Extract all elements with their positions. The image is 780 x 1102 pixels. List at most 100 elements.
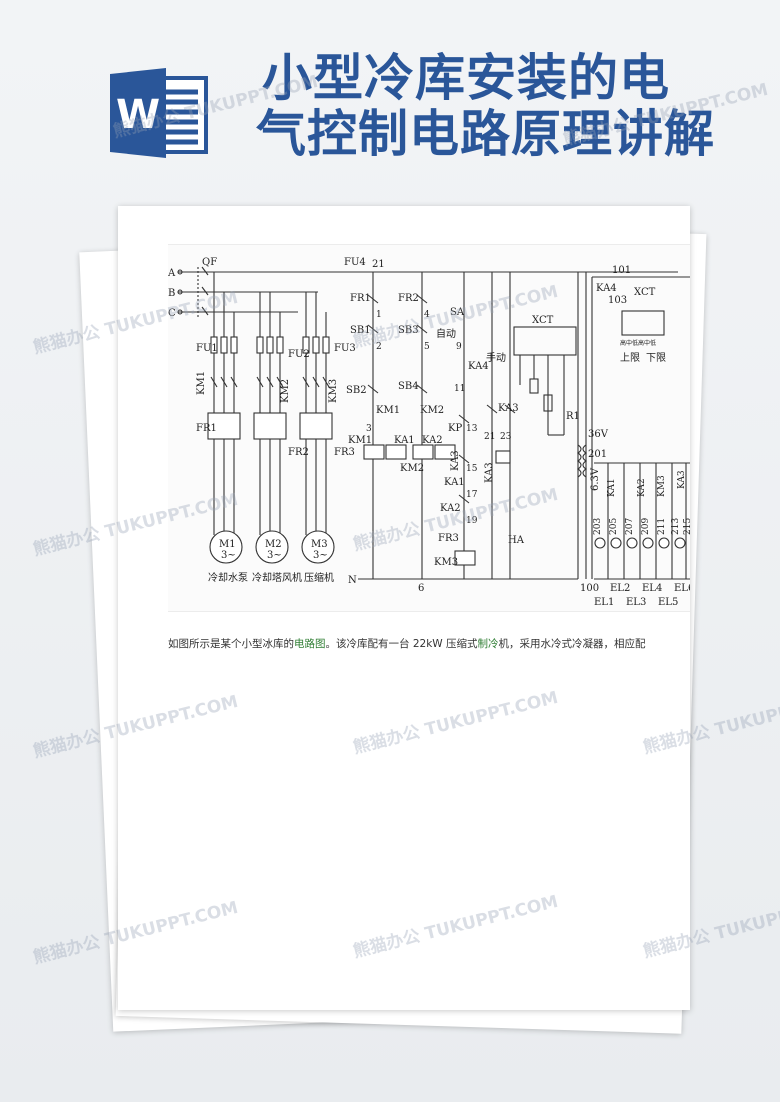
label-sa: SA — [450, 307, 465, 318]
node-13: 13 — [466, 424, 478, 434]
node-11: 11 — [454, 384, 465, 394]
label-fu3: FU3 — [334, 343, 356, 354]
node-211: 211 — [657, 518, 667, 535]
label-sb3: SB3 — [398, 325, 419, 336]
label-el5: EL5 — [658, 597, 678, 608]
label-m3-sub: 3~ — [313, 550, 328, 561]
label-ka4: KA4 — [468, 361, 489, 372]
label-fr3: FR3 — [334, 447, 355, 458]
label-phase-a: A — [168, 268, 176, 279]
label-km2: KM2 — [280, 379, 291, 403]
label-fr2: FR2 — [288, 447, 309, 458]
word-document-icon: W — [110, 68, 208, 158]
node-21: 21 — [484, 432, 495, 442]
caption-text-middle: 。该冷库配有一台 22kW 压缩式 — [325, 638, 478, 650]
label-phase-b: B — [168, 288, 175, 299]
label-km3-right: KM3 — [657, 475, 667, 497]
label-sb2: SB2 — [346, 385, 367, 396]
caption-text-end: 机，采用水冷式冷凝器，相应配 — [498, 638, 646, 650]
node-215: 215 — [683, 518, 690, 535]
node-205: 205 — [609, 518, 619, 535]
label-ka1-ctrl: KA1 — [394, 435, 415, 446]
node-207: 207 — [625, 518, 635, 535]
label-ka3-right: KA3 — [677, 470, 687, 489]
label-ka3-c: KA3 — [498, 403, 519, 414]
label-motor-3: 压缩机 — [304, 571, 334, 584]
link-refrigeration[interactable]: 制冷 — [477, 638, 499, 650]
label-node-6: 6 — [418, 583, 424, 594]
label-sb4: SB4 — [398, 381, 419, 392]
label-100: 100 — [580, 583, 599, 594]
label-ka1-right: KA1 — [607, 478, 617, 497]
node-1: 1 — [376, 310, 382, 320]
label-m1-sub: 3~ — [221, 550, 236, 561]
label-xct-right: XCT — [634, 287, 656, 298]
label-fr1-ctrl: FR1 — [350, 293, 371, 304]
title-line-1: 小型冷库安装的电 — [262, 49, 670, 107]
label-el3: EL3 — [626, 597, 646, 608]
label-fr3-ctrl: FR3 — [438, 533, 459, 544]
label-fu2: FU2 — [288, 349, 310, 360]
label-km2-coil: KM2 — [400, 463, 424, 474]
node-213: 213 — [671, 518, 681, 535]
label-sb1: SB1 — [350, 325, 371, 336]
circuit-diagram: A B C QF FU1 FU2 FU3 FU4 KM1 KM2 KM3 FR1… — [168, 244, 690, 612]
node-5: 5 — [424, 342, 430, 352]
label-el6: EL6 — [674, 583, 690, 594]
node-203: 203 — [593, 518, 603, 535]
label-m2-sub: 3~ — [267, 550, 282, 561]
label-n: N — [348, 575, 357, 586]
label-phase-c: C — [168, 308, 176, 319]
label-auto: 自动 — [436, 327, 456, 340]
node-15: 15 — [466, 464, 478, 474]
label-ka2-b: KA2 — [440, 503, 461, 514]
label-upper: 上限 — [620, 352, 640, 364]
label-fr1: FR1 — [196, 423, 217, 434]
label-ha: HA — [508, 535, 525, 546]
label-xct: XCT — [532, 315, 554, 326]
node-2: 2 — [376, 342, 382, 352]
node-3: 3 — [366, 424, 372, 434]
label-ka4-right: KA4 — [596, 283, 617, 294]
label-motor-2: 冷却塔风机 — [252, 571, 302, 584]
label-m3: M3 — [311, 539, 328, 550]
caption-text-start: 如图所示是某个小型冰库的 — [168, 638, 294, 650]
label-km1-coil: KM1 — [348, 435, 372, 446]
document-paragraph: 如图所示是某个小型冰库的电路图。该冷库配有一台 22kW 压缩式制冷机，采用水冷… — [168, 636, 690, 651]
label-node-21-top: 21 — [372, 259, 385, 270]
label-el2: EL2 — [610, 583, 630, 594]
label-km2-ctrl: KM2 — [420, 405, 444, 416]
label-qf: QF — [202, 257, 217, 268]
label-m2: M2 — [265, 539, 282, 550]
page-title: 小型冷库安装的电 气控制电路原理讲解 — [256, 49, 762, 162]
link-circuit-diagram[interactable]: 电路图 — [294, 638, 326, 650]
label-fr2-ctrl: FR2 — [398, 293, 419, 304]
label-motor-1: 冷却水泵 — [208, 571, 248, 584]
label-km1-ctrl: KM1 — [376, 405, 400, 416]
label-r1: R1 — [566, 411, 580, 422]
node-209: 209 — [641, 518, 651, 535]
label-kp: KP — [448, 423, 462, 434]
label-el1: EL1 — [594, 597, 614, 608]
label-201: 201 — [588, 449, 607, 460]
label-fu1: FU1 — [196, 343, 218, 354]
node-19: 19 — [466, 516, 478, 526]
node-23: 23 — [500, 432, 512, 442]
label-km3-coil: KM3 — [434, 557, 458, 568]
node-4: 4 — [424, 310, 430, 320]
label-el4: EL4 — [642, 583, 662, 594]
label-103: 103 — [608, 295, 627, 306]
label-manual: 手动 — [486, 351, 506, 364]
label-101: 101 — [612, 265, 631, 276]
label-ka3-b: KA3 — [484, 462, 495, 483]
label-ka3-a: KA3 — [450, 450, 461, 471]
label-63v: 6.3V — [590, 467, 601, 491]
node-9: 9 — [456, 342, 462, 352]
label-ka1-b: KA1 — [444, 477, 465, 488]
label-36v: 36V — [588, 429, 609, 440]
node-17: 17 — [466, 490, 478, 500]
label-lower: 下限 — [646, 352, 666, 364]
label-m1: M1 — [219, 539, 236, 550]
label-km1: KM1 — [196, 371, 207, 395]
title-line-2: 气控制电路原理讲解 — [256, 105, 715, 163]
